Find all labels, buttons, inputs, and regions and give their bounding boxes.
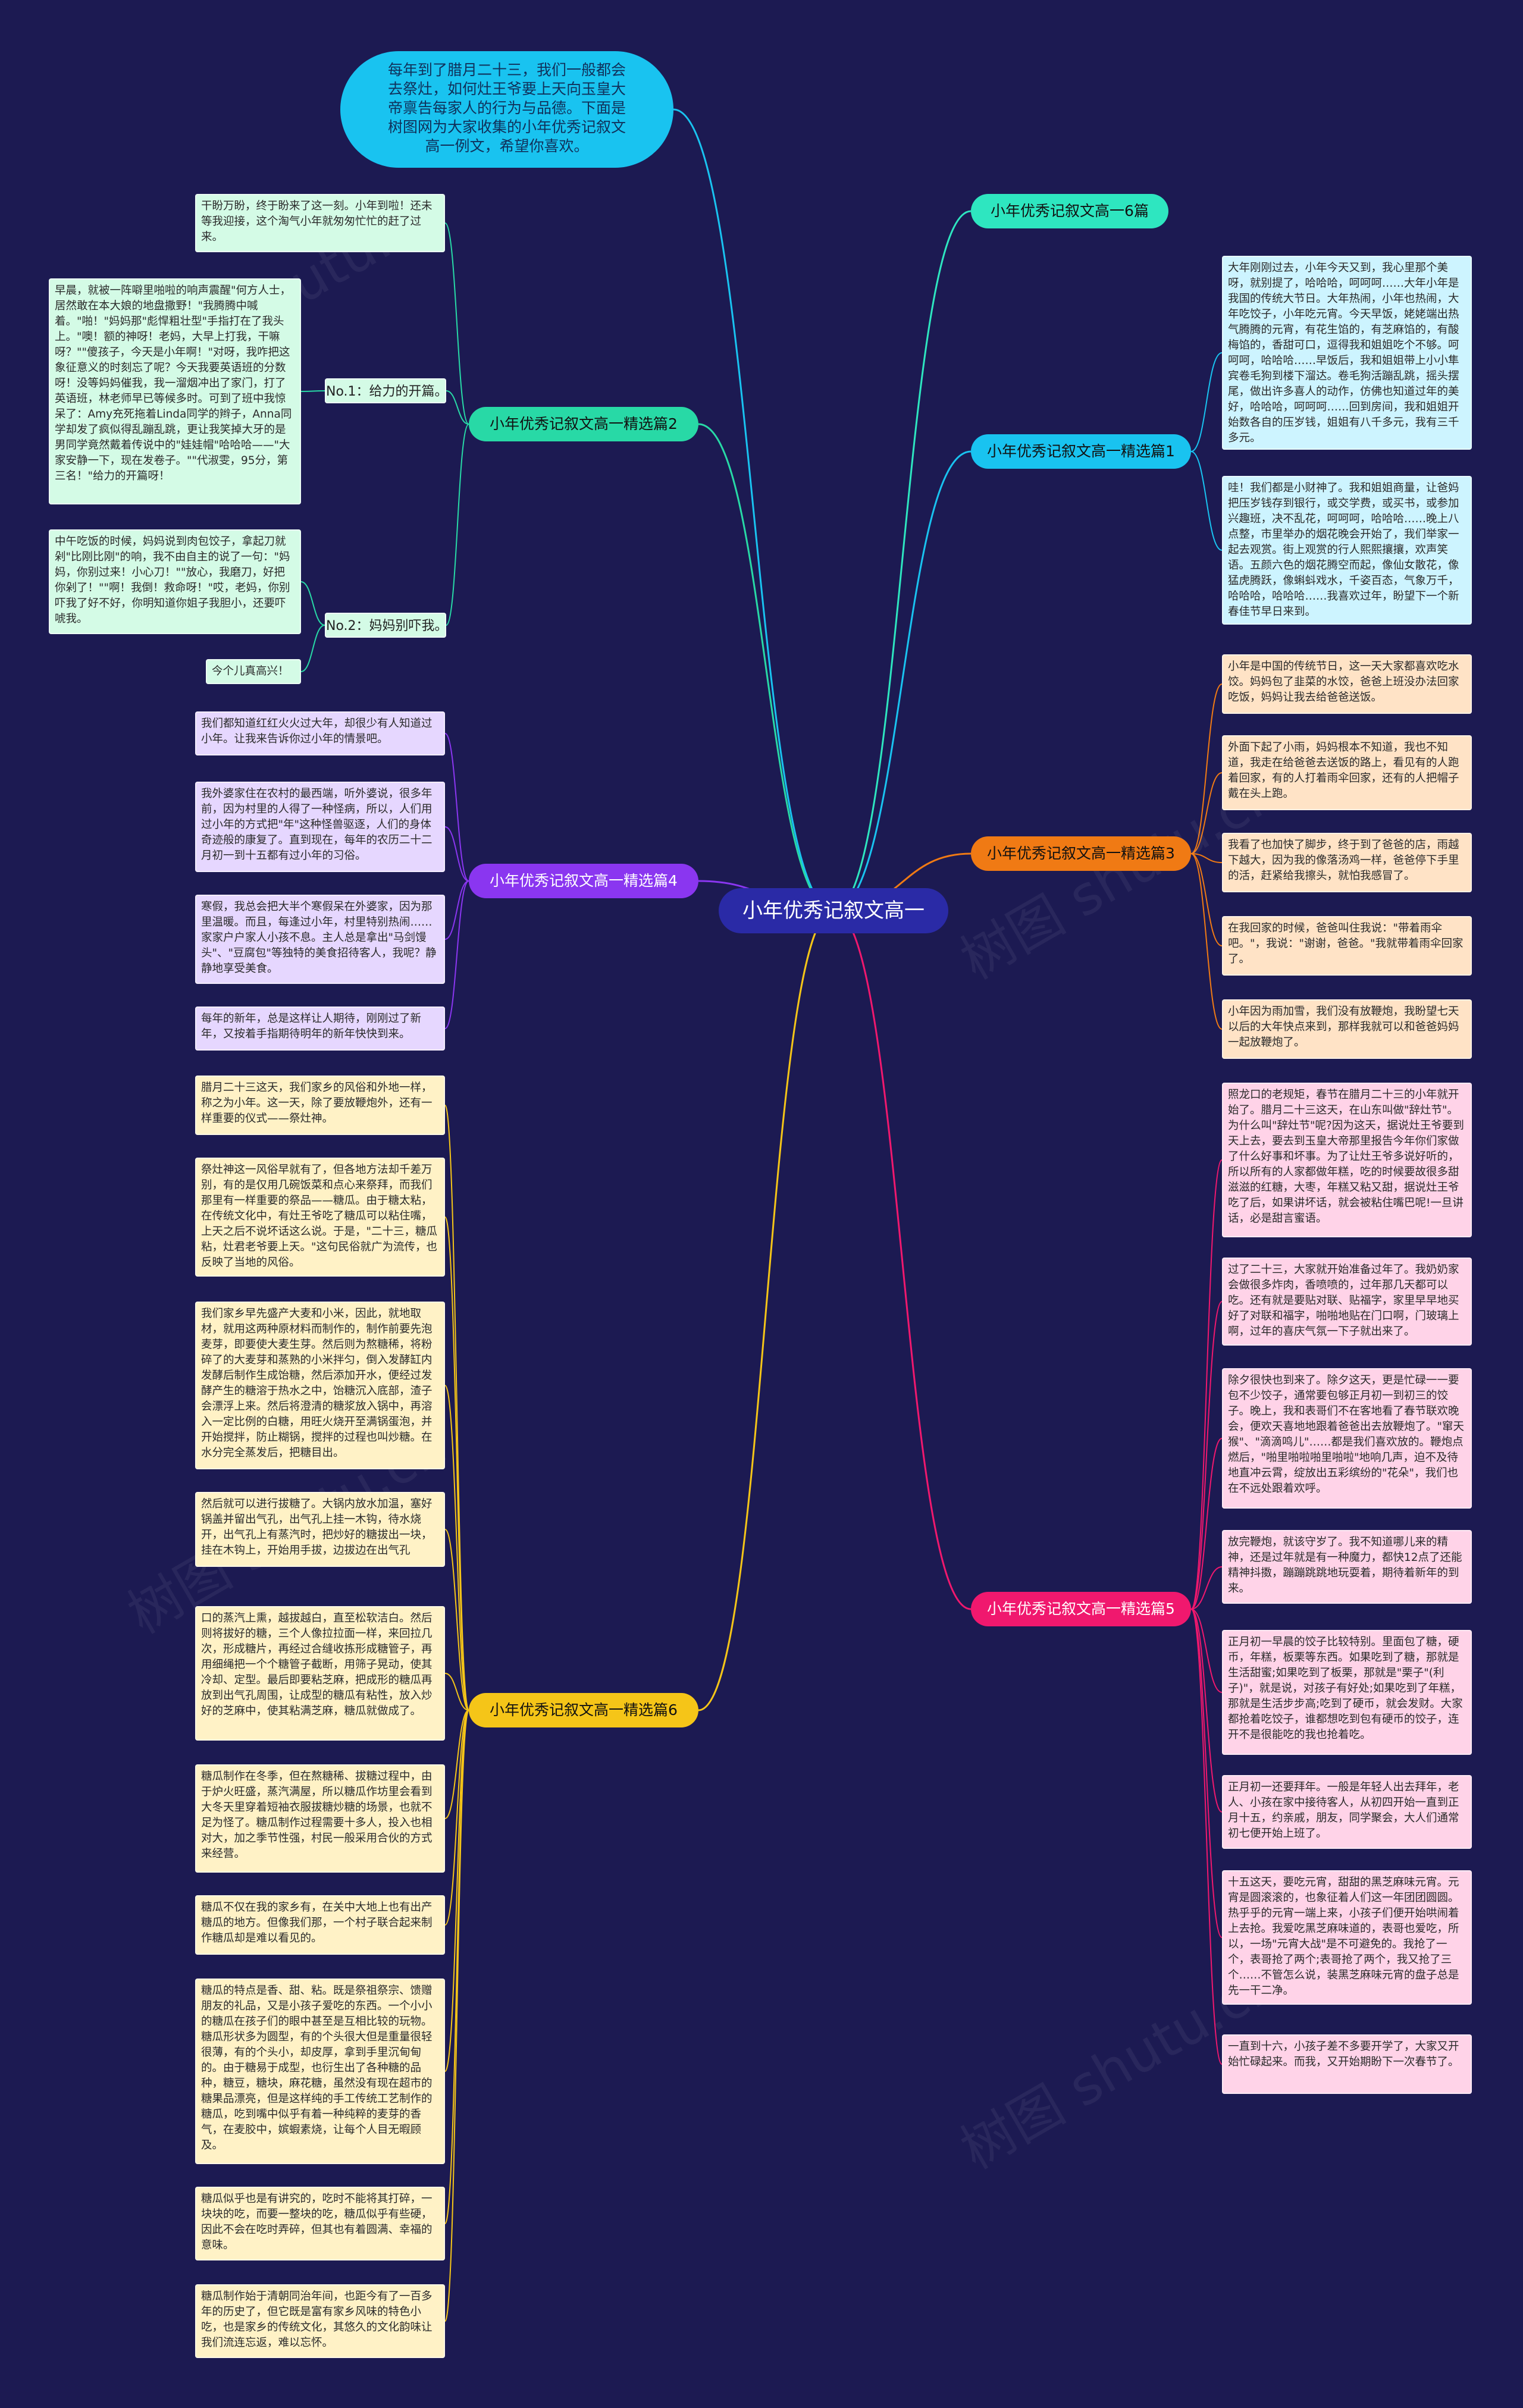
- connector-line: [833, 210, 972, 912]
- connector-line: [1190, 1609, 1223, 1938]
- intro-bubble[interactable]: 每年到了腊月二十三，我们一般都会去祭灶，如何灶王爷要上天向玉皇大帝禀告每家人的行…: [340, 51, 673, 168]
- connector-line: [1190, 1566, 1223, 1610]
- connector-line: [446, 424, 469, 626]
- leaf-text: 中午吃饭的时候，妈妈说到肉包饺子，拿起刀就剁"比刚比刚"的响，我不由自主的说了一…: [49, 529, 301, 634]
- connector-line: [444, 1529, 469, 1711]
- connector-line: [444, 733, 469, 882]
- branch-jingxuan-6[interactable]: 小年优秀记叙文高一精选篇6: [469, 1693, 698, 1727]
- connector-line: [300, 625, 325, 672]
- connector-line: [1190, 853, 1223, 863]
- leaf-text: 糖瓜似乎也是有讲究的，吃时不能将其打碎，一块块的吃，而要一整块的吃，糖瓜似乎有些…: [195, 2187, 445, 2260]
- branch-jingxuan-2[interactable]: 小年优秀记叙文高一精选篇2: [469, 407, 698, 441]
- leaf-text: 除夕很快也到来了。除夕这天，更是忙碌一一要包不少饺子，通常要包够正月初一到初三的…: [1222, 1368, 1472, 1509]
- sub-label-no2[interactable]: No.2：妈妈别吓我。: [325, 613, 448, 638]
- leaf-text: 糖瓜的特点是香、甜、粘。既是祭祖祭宗、馈赠朋友的礼品，又是小孩子爱吃的东西。一个…: [195, 1979, 445, 2164]
- branch-jingxuan-3[interactable]: 小年优秀记叙文高一精选篇3: [971, 836, 1191, 871]
- root-topic[interactable]: 小年优秀记叙文高一: [719, 888, 948, 933]
- connector-line: [446, 390, 469, 425]
- leaf-text: 小年因为雨加雪，我们没有放鞭炮，我盼望七天以后的大年快点来到，那样我就可以和爸爸…: [1222, 999, 1472, 1059]
- leaf-text: 小年是中国的传统节日，这一天大家都喜欢吃水饺。妈妈包了韭菜的水饺，爸爸上班没办法…: [1222, 654, 1472, 714]
- leaf-text: 哇！我们都是小财神了。我和姐姐商量，让爸妈把压岁钱存到银行，或交学费，或买书，或…: [1222, 476, 1472, 625]
- leaf-text: 糖瓜不仅在我的家乡有，在关中大地上也有出产糖瓜的地方。但像我们那，一个村子联合起…: [195, 1895, 445, 1955]
- connector-line: [444, 1216, 469, 1711]
- sub-label-no1[interactable]: No.1：给力的开篇。: [325, 378, 448, 403]
- connector-line: [1190, 1301, 1223, 1610]
- connector-line: [1190, 853, 1223, 1030]
- leaf-text: 一直到十六，小孩子差不多要开学了，大家又开始忙碌起来。而我，又开始期盼下一次春节…: [1222, 2034, 1472, 2094]
- connector-line: [698, 423, 834, 912]
- connector-line: [1190, 1438, 1223, 1610]
- connector-line: [444, 1385, 469, 1711]
- connector-line: [698, 910, 834, 1711]
- leaf-text: 照龙口的老规矩，春节在腊月二十三的小年就开始了。腊月二十三这天，在山东叫做"辞灶…: [1222, 1083, 1472, 1237]
- leaf-text: 放完鞭炮，就该守岁了。我不知道哪儿来的精神，还是过年就是有一种魔力，都快12点了…: [1222, 1530, 1472, 1604]
- leaf-text: 我们都知道红红火火过大年，却很少有人知道过小年。让我来告诉你过小年的情景吧。: [195, 711, 445, 755]
- leaf-text: 然后就可以进行拔糖了。大锅内放水加温，塞好锅盖并留出气孔，出气孔上挂一木钩，待水…: [195, 1492, 445, 1567]
- connector-line: [300, 581, 325, 626]
- leaf-text: 干盼万盼，终于盼来了这一刻。小年到啦！还未等我迎接，这个淘气小年就匆匆忙忙的赶了…: [195, 194, 445, 252]
- connector-line: [444, 826, 469, 882]
- connector-line: [444, 222, 469, 425]
- connector-line: [444, 1673, 469, 1711]
- connector-line: [833, 910, 972, 1610]
- connector-line: [1190, 1609, 1223, 2065]
- leaf-text: 过了二十三，大家就开始准备过年了。我奶奶家会做很多炸肉，香喷喷的，过年那几天都可…: [1222, 1258, 1472, 1346]
- leaf-text: 口的蒸汽上熏，越拔越白，直至松软洁白。然后则将拔好的糖，三个人像拉拉面一样，来回…: [195, 1606, 445, 1741]
- connector-line: [1190, 1159, 1223, 1610]
- branch-6-pian[interactable]: 小年优秀记叙文高一6篇: [971, 194, 1168, 228]
- connector-line: [1190, 1609, 1223, 1693]
- connector-line: [1190, 853, 1223, 946]
- connector-line: [833, 450, 972, 912]
- connector-line: [444, 1710, 469, 1819]
- connector-line: [1190, 1609, 1223, 1813]
- connector-line: [1190, 683, 1223, 854]
- connector-line: [444, 1710, 469, 1926]
- branch-jingxuan-4[interactable]: 小年优秀记叙文高一精选篇4: [469, 864, 698, 898]
- leaf-text: 腊月二十三这天，我们家乡的风俗和外地一样，称之为小年。这一天，除了要放鞭炮外，还…: [195, 1076, 445, 1135]
- leaf-text: 我看了也加快了脚步，终于到了爸爸的店，雨越下越大，因为我的像落汤鸡一样，爸爸停下…: [1222, 833, 1472, 892]
- branch-jingxuan-5[interactable]: 小年优秀记叙文高一精选篇5: [971, 1592, 1191, 1626]
- connector-line: [444, 880, 469, 1029]
- leaf-text: 外面下起了小雨，妈妈根本不知道，我也不知道，我走在给爸爸去送饭的路上，看见有的人…: [1222, 735, 1472, 810]
- leaf-text: 今个儿真高兴！: [206, 659, 301, 684]
- leaf-text: 祭灶神这一风俗早就有了，但各地方法却千差万别，有的是仅用几碗饭菜和点心来祭拜，而…: [195, 1158, 445, 1277]
- connector-line: [444, 880, 469, 940]
- leaf-text: 每年的新年，总是这样让人期待，刚刚过了新年，又按着手指期待明年的新年快快到来。: [195, 1007, 445, 1051]
- leaf-text: 糖瓜制作始于清朝同治年间，也距今有了一百多年的历史了，但它既是富有家乡风味的特色…: [195, 2284, 445, 2358]
- leaf-text: 我外婆家住在农村的最西端，听外婆说，很多年前，因为村里的人得了一种怪病，所以，人…: [195, 782, 445, 872]
- connector-line: [673, 108, 834, 912]
- leaf-text: 寒假，我总会把大半个寒假呆在外婆家，因为那里温暖。而且，每逢过小年，村里特别热闹…: [195, 895, 445, 984]
- leaf-text: 大年刚刚过去，小年今天又到，我心里那个美呀，就别提了，哈哈哈，呵呵呵……大年小年…: [1222, 256, 1472, 450]
- leaf-text: 在我回家的时候，爸爸叫住我说："带着雨伞吧。"，我说："谢谢，爸爸。"我就带着雨…: [1222, 916, 1472, 976]
- leaf-text: 正月初一还要拜年。一般是年轻人出去拜年，老人、小孩在家中接待客人，从初四开始一直…: [1222, 1775, 1472, 1849]
- connector-line: [1190, 451, 1223, 551]
- connector-line: [444, 1710, 469, 2072]
- leaf-text: 十五这天，要吃元宵，甜甜的黑芝麻味元宵。元宵是圆滚滚的，也象征着人们这一年团团圆…: [1222, 1870, 1472, 2005]
- branch-jingxuan-1[interactable]: 小年优秀记叙文高一精选篇1: [971, 434, 1191, 469]
- leaf-text: 糖瓜制作在冬季，但在熬糖稀、拔糖过程中，由于炉火旺盛，蒸汽满屋，所以糖瓜作坊里会…: [195, 1764, 445, 1873]
- leaf-text: 我们家乡早先盛产大麦和小米，因此，就地取材，就用这两种原材料而制作的，制作前要先…: [195, 1302, 445, 1469]
- connector-line: [444, 1710, 469, 2224]
- connector-line: [444, 1710, 469, 2322]
- connector-line: [1190, 772, 1223, 854]
- connector-line: [1190, 352, 1223, 452]
- leaf-text: 正月初一早晨的饺子比较特别。里面包了糖，硬币，年糕，板栗等东西。如果吃到了糖，那…: [1222, 1630, 1472, 1755]
- leaf-text: 早晨，就被一阵噼里啪啦的响声震醒"何方人士，居然敢在本大娘的地盘撒野！"我腾腾中…: [49, 278, 301, 504]
